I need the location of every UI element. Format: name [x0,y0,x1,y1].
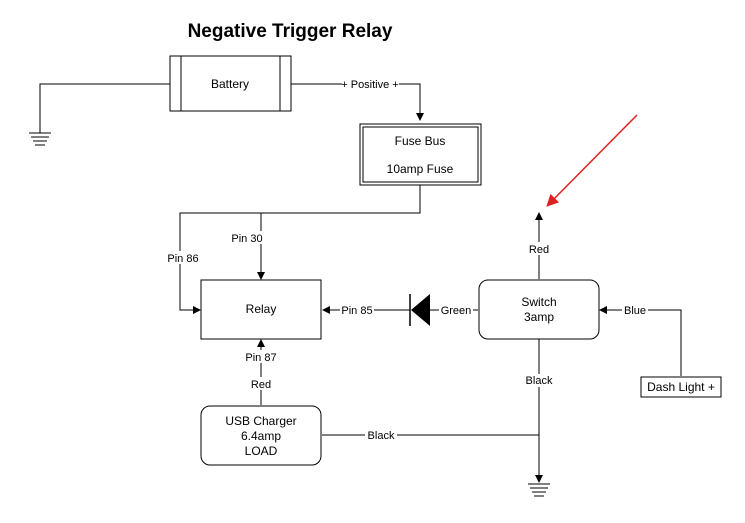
fuse-bus-block[interactable]: Fuse Bus 10amp Fuse [359,123,482,186]
relay-label: Relay [246,302,277,316]
dash-light-label: Dash Light + [647,380,715,394]
switch-label: Switch [521,295,556,309]
pin87-label: Pin 87 [245,352,276,364]
relay-block[interactable]: Relay [200,279,322,340]
positive-label: + Positive + [341,79,398,91]
usb-charger-load-label: LOAD [245,444,278,458]
fuse-bus-label: Fuse Bus [395,134,446,148]
fuse-rating-label: 10amp Fuse [387,162,454,176]
battery-ground-wire [39,83,170,133]
dash-light-block[interactable]: Dash Light + [640,376,722,398]
pin30-wire [257,185,421,280]
black-usb-label: Black [368,430,395,442]
battery-block[interactable]: Battery [169,55,292,112]
usb-charger-block[interactable]: USB Charger 6.4amp LOAD [200,405,322,466]
blue-wire [599,306,682,376]
annotation-arrow-icon [546,114,638,207]
switch-rating-label: 3amp [524,310,554,324]
pin86-label: Pin 86 [167,253,198,265]
battery-label: Battery [211,77,249,91]
switch-block[interactable]: Switch 3amp [478,279,600,340]
green-label: Green [441,305,472,317]
page-title: Negative Trigger Relay [188,21,393,42]
ground-bottom-icon [528,483,550,497]
ground-left-icon [29,132,51,146]
usb-charger-rating-label: 6.4amp [241,429,281,443]
pin85-label: Pin 85 [341,305,372,317]
positive-wire [291,83,424,121]
black-switch-label: Black [526,375,553,387]
usb-charger-label: USB Charger [225,414,296,428]
pin30-label: Pin 30 [231,233,262,245]
diode-icon [409,294,430,326]
red-usb-label: Red [251,379,271,391]
red-switch-label: Red [529,244,549,256]
blue-label: Blue [624,305,646,317]
